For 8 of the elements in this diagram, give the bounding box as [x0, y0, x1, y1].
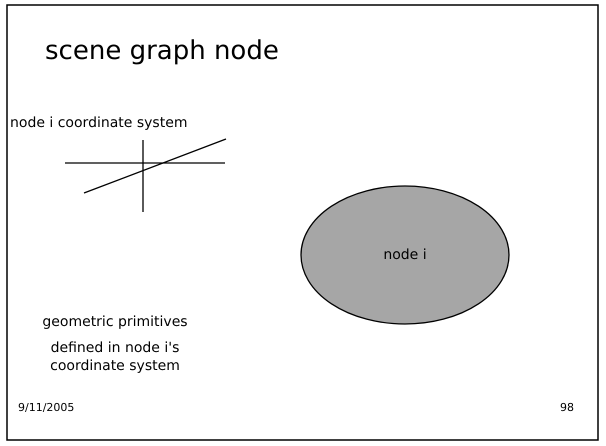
note-text: defined in node i's coordinate system [49, 339, 181, 376]
slide-title: scene graph node [45, 36, 279, 66]
node-label: node i [383, 247, 427, 263]
note-text: geometric primitives [41, 313, 189, 332]
page-number: 98 [560, 401, 574, 416]
axis-caption: node i coordinate system [10, 114, 188, 132]
date-footer: 9/11/2005 [18, 401, 74, 416]
ellipse-node [300, 185, 510, 325]
